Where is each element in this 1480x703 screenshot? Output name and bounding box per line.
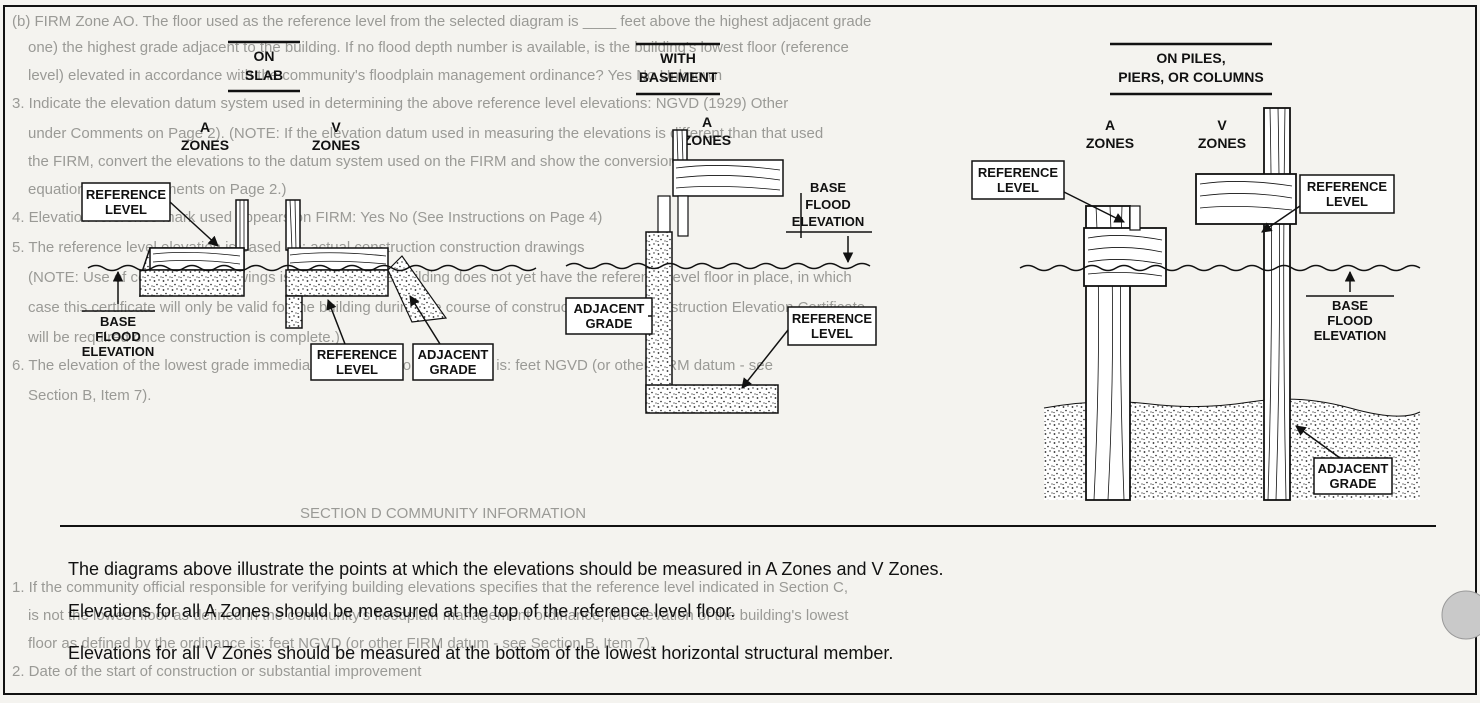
basement-adj-1: ADJACENT <box>574 301 645 316</box>
background-text-line: level) elevated in accordance with the c… <box>28 67 722 84</box>
piles-bfe-2: FLOOD <box>1327 313 1373 328</box>
piles-v-ref-1: REFERENCE <box>1307 179 1388 194</box>
background-text-line: 3. Indicate the elevation datum system u… <box>12 95 788 112</box>
outer-frame <box>3 5 1477 695</box>
slab-bfe-2: FLOOD <box>95 329 141 344</box>
background-text-line: one) the highest grade adjacent to the b… <box>28 39 849 56</box>
piles-bfe-3: ELEVATION <box>1314 328 1386 343</box>
slab-ref-label-2: LEVEL <box>105 202 147 217</box>
background-text-line: floor as defined by the ordinance is: fe… <box>28 635 654 652</box>
basement-adj-2: GRADE <box>586 316 633 331</box>
piles-bfe-1: BASE <box>1332 298 1368 313</box>
slab-v-zone-letter: V <box>331 119 341 135</box>
background-text-line: Section B, Item 7). <box>28 387 151 404</box>
background-text-line: 2. Date of the start of construction or … <box>12 663 422 680</box>
basement-header-line2: BASEMENT <box>639 69 718 85</box>
background-text-line: will be required once construction is co… <box>27 329 340 346</box>
slab-adj-2: GRADE <box>430 362 477 377</box>
slab-v-ref-2: LEVEL <box>336 362 378 377</box>
piles-a-ref-2: LEVEL <box>997 180 1039 195</box>
basement-bfe-3: ELEVATION <box>792 214 864 229</box>
caption-a-zones: Elevations for all A Zones should be mea… <box>68 601 736 621</box>
background-text-line: the FIRM, convert the elevations to the … <box>28 153 677 170</box>
basement-ref-1: REFERENCE <box>792 311 873 326</box>
caption-v-zones: Elevations for all V Zones should be mea… <box>68 643 894 663</box>
slab-diagram: ON SLAB A ZONES V ZONES REFERENCE LEVEL … <box>81 40 537 381</box>
piles-a-zone-word: ZONES <box>1086 135 1134 151</box>
slab-v-zone-word: ZONES <box>312 137 360 153</box>
basement-bfe-2: FLOOD <box>805 197 851 212</box>
basement-header-line1: WITH <box>660 50 696 66</box>
piles-a-zone-letter: A <box>1105 117 1115 133</box>
slab-v-ref-1: REFERENCE <box>317 347 398 362</box>
piles-adj-2: GRADE <box>1330 476 1377 491</box>
piles-header-line1: ON PILES, <box>1156 50 1225 66</box>
basement-bfe-1: BASE <box>810 180 846 195</box>
slab-ref-label-1: REFERENCE <box>86 187 167 202</box>
piles-adj-1: ADJACENT <box>1318 461 1389 476</box>
slab-bfe-3: ELEVATION <box>82 344 154 359</box>
background-text-line: (b) FIRM Zone AO. The floor used as the … <box>12 13 871 30</box>
basement-a-zone-word: ZONES <box>683 132 731 148</box>
slab-header-line2: SLAB <box>245 67 283 83</box>
background-text-line: SECTION D COMMUNITY INFORMATION <box>300 505 586 522</box>
background-text-line: under Comments on Page 2). (NOTE: If the… <box>28 125 823 142</box>
slab-a-zone-word: ZONES <box>181 137 229 153</box>
basement-ref-2: LEVEL <box>811 326 853 341</box>
piles-a-ref-1: REFERENCE <box>978 165 1059 180</box>
slab-bfe-1: BASE <box>100 314 136 329</box>
background-text-line: is not the lowest floor as defined in th… <box>28 607 849 624</box>
piles-diagram: ON PILES, PIERS, OR COLUMNS A ZONES V ZO… <box>971 42 1421 501</box>
slab-header-line1: ON <box>254 48 275 64</box>
slab-adj-1: ADJACENT <box>418 347 489 362</box>
piles-v-ref-2: LEVEL <box>1326 194 1368 209</box>
caption-block: The diagrams above illustrate the points… <box>60 535 1440 695</box>
slab-a-zone-letter: A <box>200 119 210 135</box>
background-text-line: 1. If the community official responsible… <box>12 579 848 596</box>
piles-v-zone-letter: V <box>1217 117 1227 133</box>
caption-intro: The diagrams above illustrate the points… <box>68 559 944 579</box>
background-text-line: case this certificate will only be valid… <box>28 299 865 316</box>
basement-a-zone-letter: A <box>702 114 712 130</box>
piles-v-zone-word: ZONES <box>1198 135 1246 151</box>
piles-header-line2: PIERS, OR COLUMNS <box>1118 69 1263 85</box>
hole-punch <box>1441 590 1480 640</box>
basement-diagram: WITH BASEMENT A ZONES BASE FLOOD ELEVATI… <box>565 42 877 414</box>
